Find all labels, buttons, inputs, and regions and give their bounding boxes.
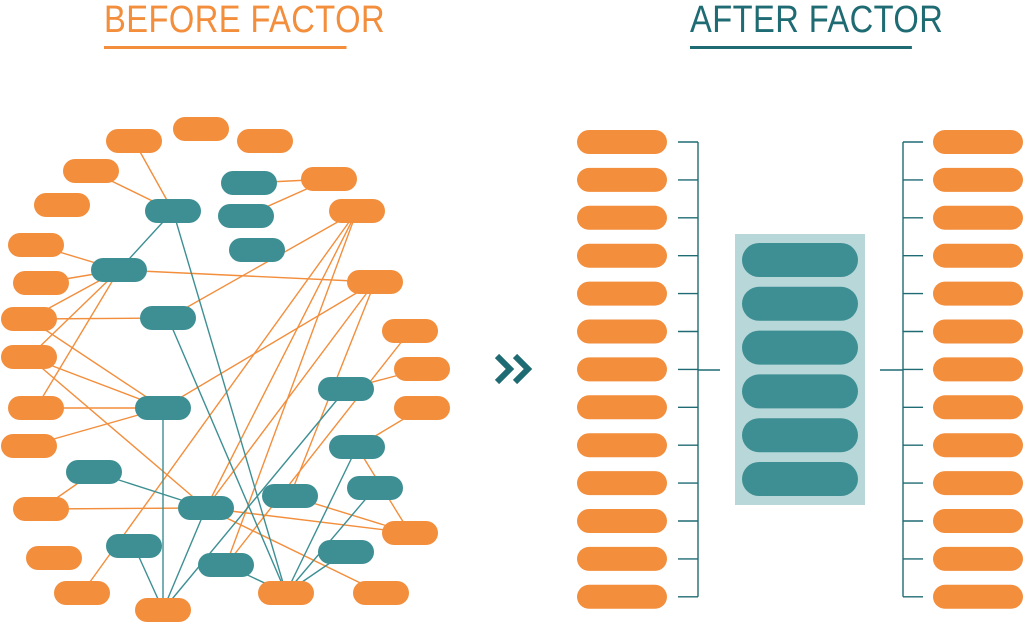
after-left-orange-node [577,471,667,496]
after-factor-panel [735,234,865,505]
after-right-orange-node [933,357,1023,382]
before-orange-node [63,159,119,183]
before-orange-node [1,307,57,331]
before-connection-line [285,446,358,594]
after-teal-node [742,330,858,365]
before-teal-node [145,199,201,223]
after-teal-node [742,243,858,277]
after-right-orange-node [933,281,1023,306]
before-connection-line [28,269,120,358]
after-left-orange-node [577,433,667,458]
before-connection-line [118,269,376,283]
before-orange-node [13,497,69,521]
before-teal-node [329,435,385,459]
after-right-orange-node [933,584,1023,609]
before-connection-line [205,507,411,534]
before-connection-line [172,210,287,594]
before-teal-node [229,238,285,262]
after-right-orange-node [933,509,1023,533]
after-right-orange-node [933,205,1023,230]
after-left-orange-node [577,167,667,192]
after-layout [577,130,1023,609]
after-left-orange-node [577,205,667,230]
before-connection-line [81,210,358,594]
after-teal-node [742,462,858,496]
after-right-orange-node [933,433,1023,458]
before-teal-node [178,496,234,520]
after-left-orange-node [577,546,667,571]
before-connection-line [167,317,287,594]
before-connection-line [225,210,358,566]
after-right-orange-node [933,243,1023,268]
after-teal-node [742,374,858,409]
after-factor-title-text: AFTER FACTOR [690,0,944,41]
before-orange-node [237,129,293,153]
before-orange-node [135,598,191,622]
before-connection-line [162,388,347,611]
after-left-orange-node [577,584,667,609]
before-teal-node [135,396,191,420]
double-chevron-right-icon [494,353,533,385]
after-right-orange-node [933,319,1023,344]
before-orange-node [301,167,357,191]
before-factor-title-text: BEFORE FACTOR [104,0,386,41]
before-factor-title: BEFORE FACTOR [104,0,385,49]
before-teal-node [218,204,274,228]
before-orange-node [13,271,69,295]
before-teal-node [106,534,162,558]
before-orange-node [394,396,450,420]
before-connection-line [35,269,120,409]
before-orange-node [329,199,385,223]
before-connection-line [28,356,207,509]
after-left-orange-node [577,319,667,344]
before-orange-node [26,546,82,570]
before-orange-node [54,581,110,605]
after-right-orange-node [933,471,1023,496]
before-teal-node [221,171,277,195]
before-connection-line [28,318,164,409]
before-orange-node [353,581,409,605]
before-orange-node [382,319,438,343]
before-orange-node [1,434,57,458]
before-connection-line [162,507,207,611]
before-teal-node [318,377,374,401]
before-connection-line [205,281,376,509]
before-teal-node [91,258,147,282]
before-teal-node [262,484,318,508]
after-teal-node [742,286,858,321]
before-orange-node [8,396,64,420]
before-orange-node [106,129,162,153]
after-factor-title: AFTER FACTOR [690,0,943,49]
before-orange-node [173,117,229,141]
after-right-orange-node [933,546,1023,571]
after-right-orange-node [933,395,1023,420]
before-orange-node [382,521,438,545]
after-left-orange-node [577,281,667,306]
before-teal-node [140,306,196,330]
after-left-orange-node [577,243,667,268]
before-teal-node [347,476,403,500]
after-factor-underline [690,46,912,49]
before-orange-node [394,357,450,381]
before-orange-node [258,581,314,605]
before-teal-node [198,553,254,577]
after-left-orange-node [577,130,667,154]
after-left-orange-node [577,395,667,420]
after-teal-node [742,418,858,453]
after-right-orange-node [933,130,1023,154]
before-orange-node [1,345,57,369]
before-orange-node [8,233,64,257]
before-connection-line [205,210,358,509]
before-factor-underline [104,46,347,49]
before-orange-node [34,193,90,217]
before-teal-node [66,460,122,484]
before-orange-node [347,270,403,294]
after-right-orange-node [933,167,1023,192]
before-teal-node [318,540,374,564]
before-nodes [1,117,450,622]
after-left-orange-node [577,509,667,533]
after-left-orange-node [577,357,667,382]
